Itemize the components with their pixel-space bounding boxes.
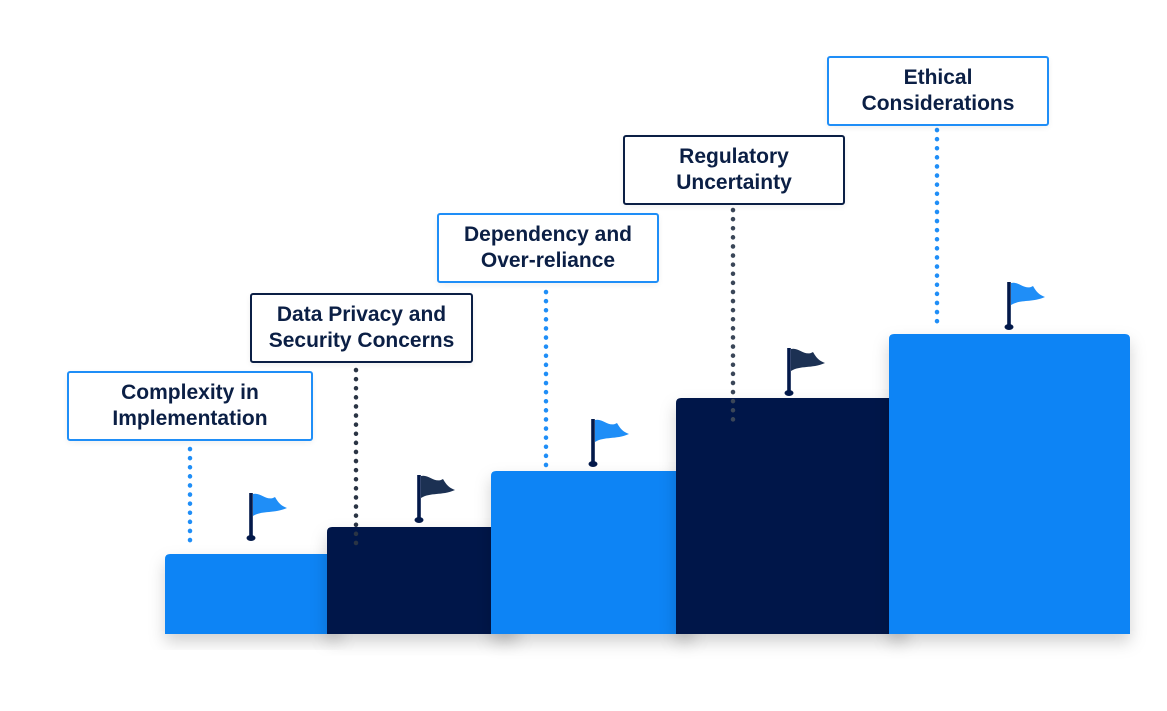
step-label-ethical: Ethical Considerations bbox=[827, 56, 1049, 126]
flag-icon bbox=[784, 348, 825, 396]
step-block bbox=[327, 527, 518, 634]
step-block bbox=[165, 554, 340, 634]
step-label-dependency: Dependency and Over-reliance bbox=[437, 213, 659, 283]
step-block bbox=[889, 334, 1130, 634]
step-block bbox=[676, 398, 907, 634]
step-label-regulatory: Regulatory Uncertainty bbox=[623, 135, 845, 205]
flag-icon bbox=[588, 419, 629, 467]
step-label-complexity: Complexity in Implementation bbox=[67, 371, 313, 441]
step-block bbox=[491, 471, 693, 634]
flag-icon bbox=[1004, 282, 1045, 330]
flag-icon bbox=[246, 493, 287, 541]
flag-icon bbox=[414, 475, 455, 523]
step-label-data-privacy: Data Privacy and Security Concerns bbox=[250, 293, 473, 363]
